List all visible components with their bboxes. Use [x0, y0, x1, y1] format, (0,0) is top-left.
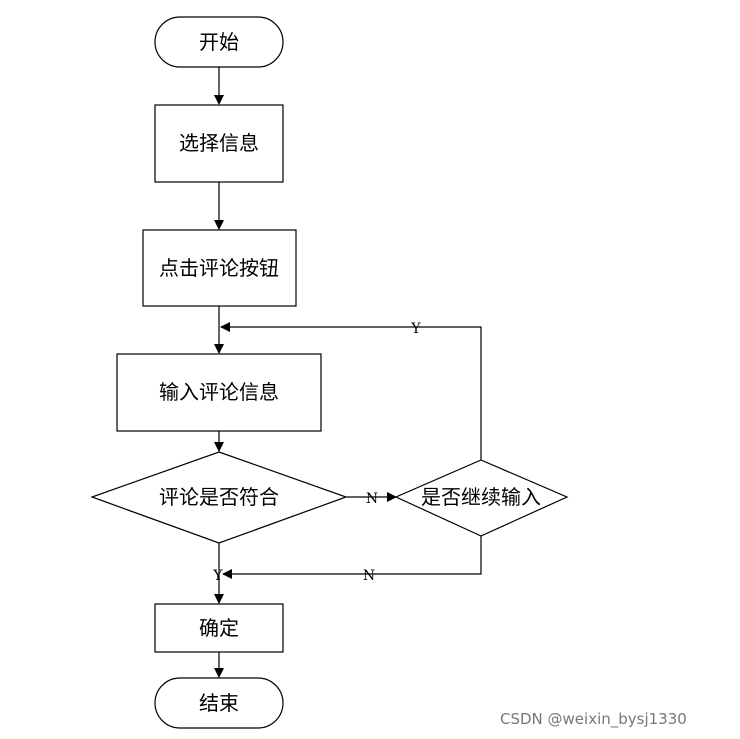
edge-label-continue-yes: Y — [410, 321, 421, 337]
input-comment-node: 输入评论信息 — [116, 353, 322, 432]
select-info-node: 选择信息 — [154, 104, 284, 183]
continue-input-decision: 是否继续输入 — [394, 459, 569, 537]
comment-valid-label: 评论是否符合 — [159, 485, 279, 509]
edge-continue-no — [222, 536, 482, 579]
edge-label-valid-no: N — [366, 491, 378, 507]
select-info-label: 选择信息 — [179, 131, 259, 155]
click-comment-node: 点击评论按钮 — [142, 229, 297, 307]
start-node: 开始 — [154, 16, 284, 68]
confirm-label: 确定 — [199, 616, 239, 640]
edge-continue-yes — [220, 322, 482, 460]
input-comment-label: 输入评论信息 — [159, 380, 279, 404]
confirm-node: 确定 — [154, 603, 284, 653]
start-label: 开始 — [199, 30, 239, 54]
edge-label-valid-yes: Y — [212, 568, 223, 584]
continue-input-label: 是否继续输入 — [421, 485, 541, 509]
end-node: 结束 — [154, 677, 284, 729]
click-comment-label: 点击评论按钮 — [159, 256, 279, 280]
watermark: CSDN @weixin_bysj1330 — [500, 710, 687, 728]
comment-valid-decision: 评论是否符合 — [90, 451, 348, 544]
edge-label-continue-no: N — [363, 568, 375, 584]
end-label: 结束 — [199, 691, 239, 715]
